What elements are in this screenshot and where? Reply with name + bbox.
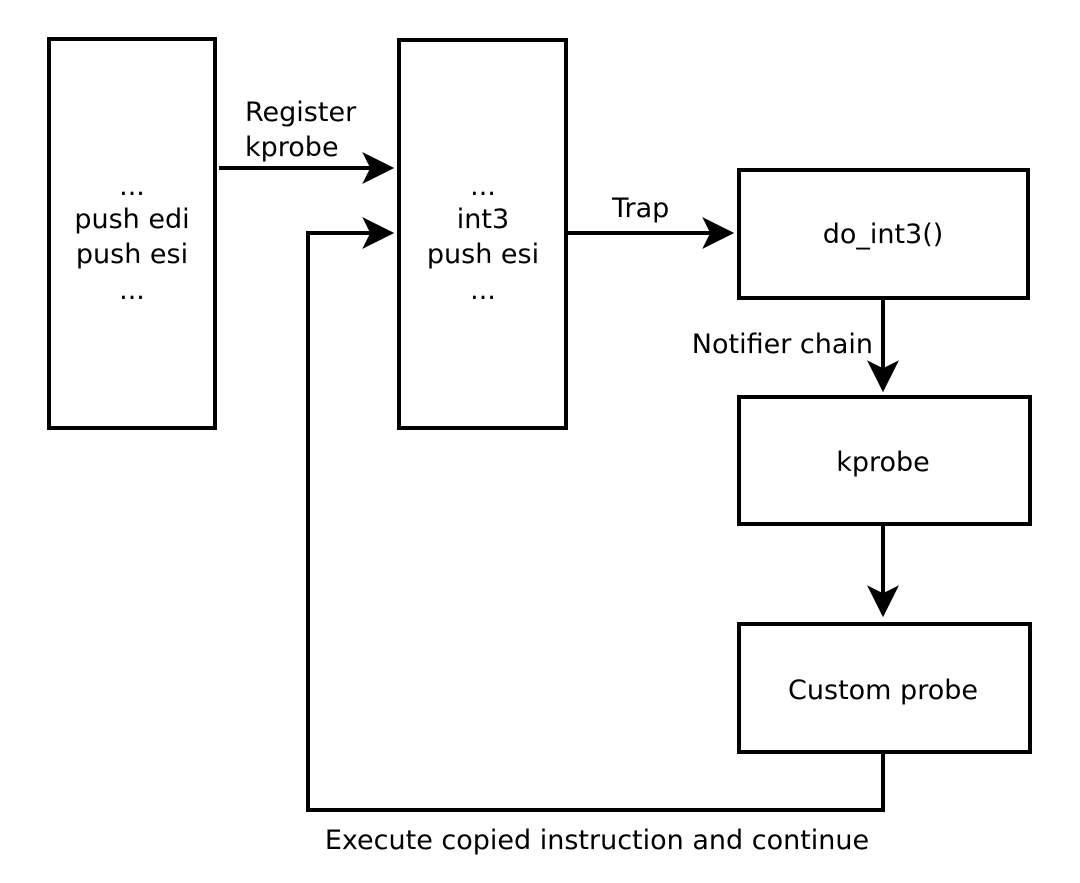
trap-label: Trap (611, 193, 669, 224)
do-int3-box (737, 168, 1030, 300)
custom-probe-label: Custom probe (788, 675, 978, 706)
probed-code-text: ... int3 push esi ... (427, 171, 539, 306)
register-kprobe-label-line2: kprobe (245, 132, 339, 163)
probed-code-line-2: int3 (457, 204, 509, 235)
original-code-line-2: push edi (74, 204, 189, 235)
kprobe-box (737, 395, 1032, 526)
probed-code-line-1: ... (470, 171, 496, 202)
do-int3-label: do_int3() (823, 219, 944, 250)
execute-copied-label: Execute copied instruction and continue (325, 825, 869, 856)
original-code-line-3: push esi (76, 239, 188, 270)
probed-code-line-3: push esi (427, 239, 539, 270)
original-code-line-1: ... (119, 171, 145, 202)
original-code-line-4: ... (119, 275, 145, 306)
custom-probe-box (737, 622, 1032, 754)
notifier-chain-label: Notifier chain (692, 329, 873, 360)
probed-code-line-4: ... (470, 275, 496, 306)
probed-code-box (397, 38, 568, 430)
kprobe-label: kprobe (836, 447, 930, 478)
original-code-box (47, 37, 217, 430)
execute-copied-feedback-arrow (306, 217, 885, 812)
original-code-text: ... push edi push esi ... (74, 171, 189, 306)
register-kprobe-label-line1: Register (245, 97, 357, 128)
